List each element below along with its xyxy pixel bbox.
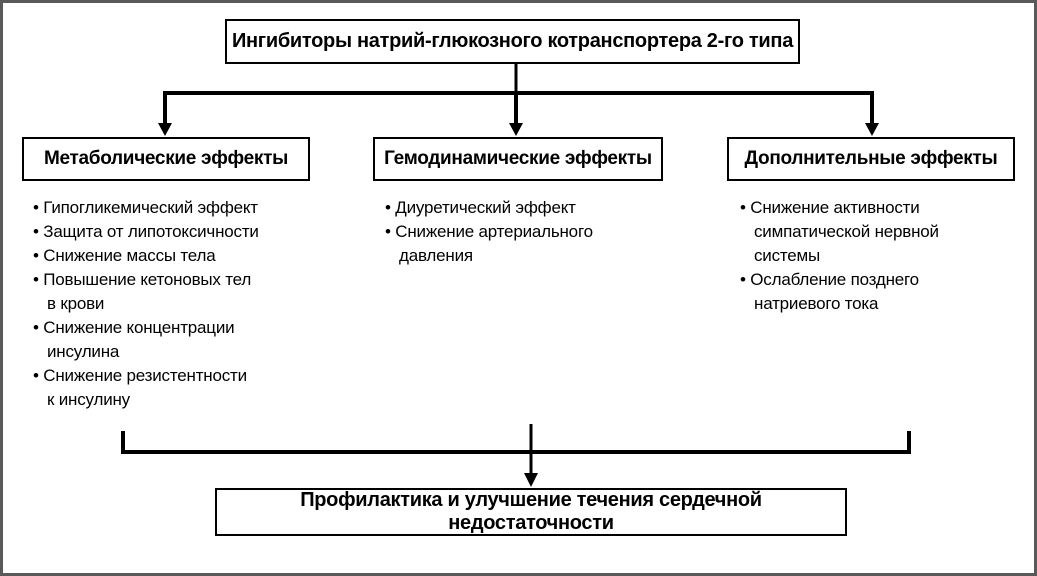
branch-box-label: Метаболические эффекты [43, 148, 289, 169]
effect-list-hemodynamic: Диуретический эффект Снижение артериальн… [385, 196, 635, 268]
branch-box-label: Гемодинамические эффекты [384, 148, 652, 169]
list-item: Снижение активности симпатической нервно… [740, 196, 990, 268]
gather-bracket-line [121, 431, 911, 454]
branch-box-additional: Дополнительные эффекты [727, 137, 1015, 181]
effect-list-additional: Снижение активности симпатической нервно… [740, 196, 990, 316]
list-item: Защита от липотоксичности [33, 220, 283, 244]
arrowhead-down-icon [524, 473, 538, 487]
arrowhead-down-icon [865, 123, 879, 136]
arrowhead-down-icon [509, 123, 523, 136]
list-item: Снижение концентрации инсулина [33, 316, 283, 364]
list-item: Повышение кетоновых тел в крови [33, 268, 283, 316]
effect-list-metabolic: Гипогликемический эффект Защита от липот… [33, 196, 283, 412]
list-item: Ослабление позднего натриевого тока [740, 268, 990, 316]
root-box: Ингибиторы натрий-глюкозного котранспорт… [225, 19, 800, 64]
outcome-box-label: Профилактика и улучшение течения сердечн… [300, 489, 762, 534]
list-item: Снижение резистентности к инсулину [33, 364, 283, 412]
outcome-box: Профилактика и улучшение течения сердечн… [215, 488, 847, 536]
list-item: Гипогликемический эффект [33, 196, 283, 220]
branch-distribution-line [163, 91, 874, 126]
root-box-label: Ингибиторы натрий-глюкозного котранспорт… [231, 30, 794, 52]
branch-box-label: Дополнительные эффекты [744, 148, 998, 169]
list-item: Снижение массы тела [33, 244, 283, 268]
list-item: Диуретический эффект [385, 196, 635, 220]
branch-box-metabolic: Метаболические эффекты [22, 137, 310, 181]
arrowhead-down-icon [158, 123, 172, 136]
list-item: Снижение артериального давления [385, 220, 635, 268]
branch-box-hemodynamic: Гемодинамические эффекты [373, 137, 663, 181]
